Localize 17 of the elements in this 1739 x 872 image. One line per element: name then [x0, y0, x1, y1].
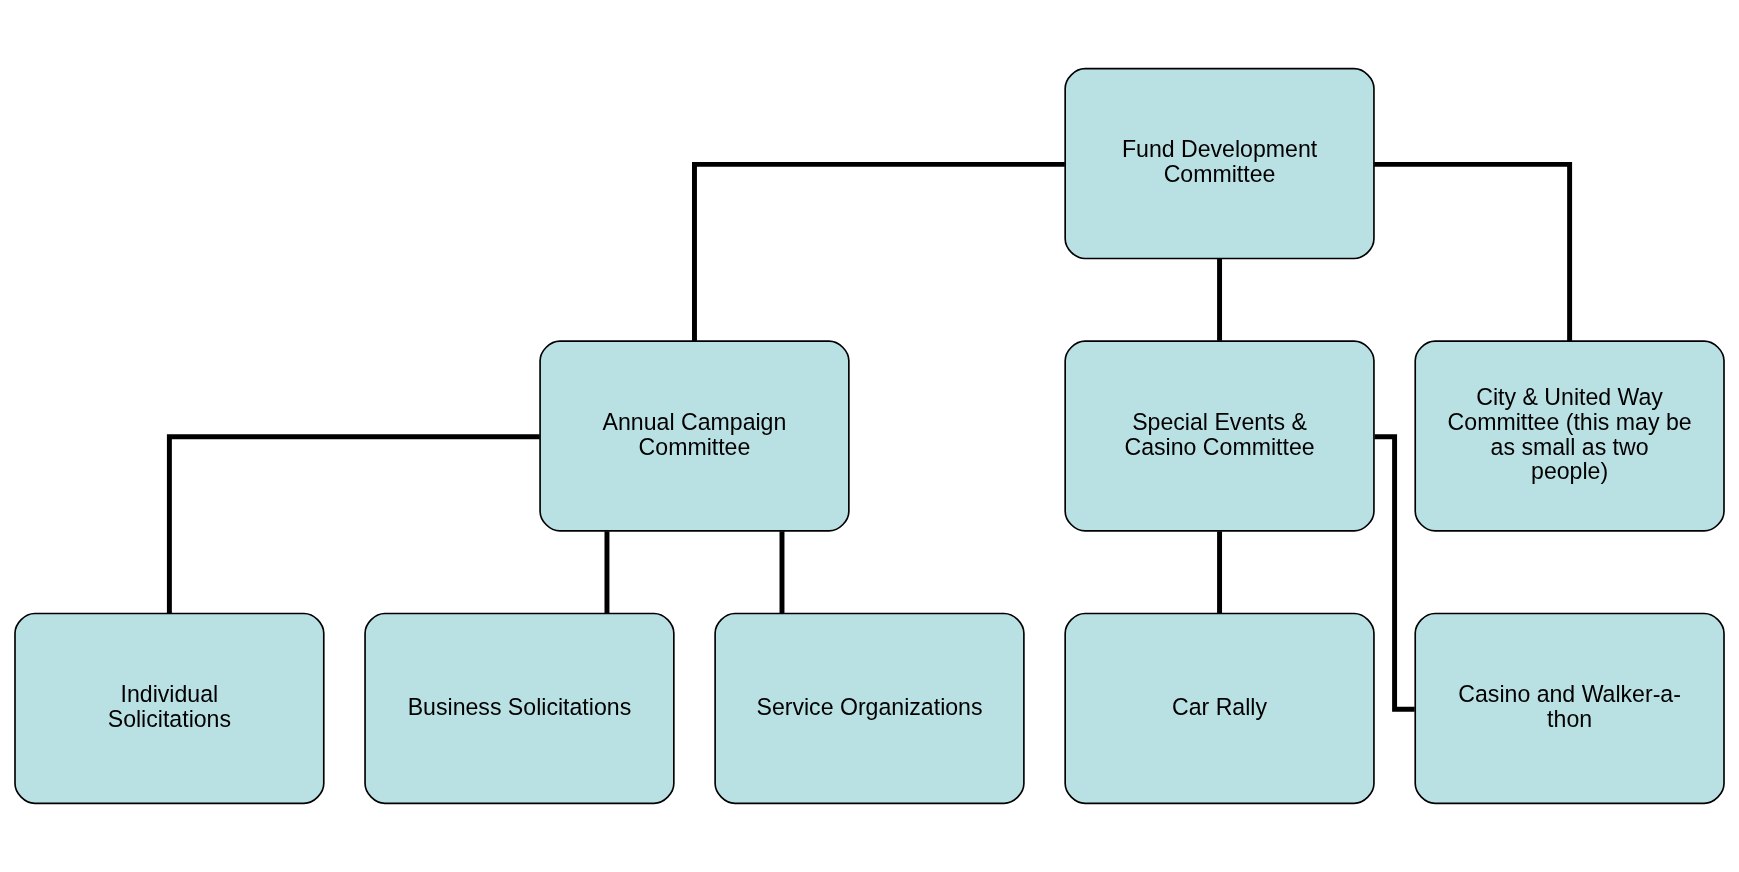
connector	[1374, 161, 1573, 341]
node-box: Fund Development Committee	[1064, 67, 1375, 260]
node-box: Casino and Walker-a-thon	[1414, 612, 1725, 805]
node-box: Service Organizations	[714, 612, 1025, 805]
node-box: Special Events & Casino Committee	[1064, 340, 1375, 532]
connector	[1217, 258, 1223, 341]
node-box: Individual Solicitations	[14, 612, 325, 805]
connector	[1374, 434, 1415, 712]
connector	[779, 531, 785, 614]
connector	[1217, 531, 1223, 614]
connector	[166, 434, 540, 614]
node-box: City & United Way Committee (this may be as small as two people)	[1414, 340, 1725, 532]
node-box: Annual Campaign Committee	[539, 340, 850, 532]
connector	[692, 161, 1065, 341]
node-box: Business Solicitations	[364, 612, 675, 805]
node-box: Car Rally	[1064, 612, 1375, 805]
connector	[604, 531, 610, 614]
